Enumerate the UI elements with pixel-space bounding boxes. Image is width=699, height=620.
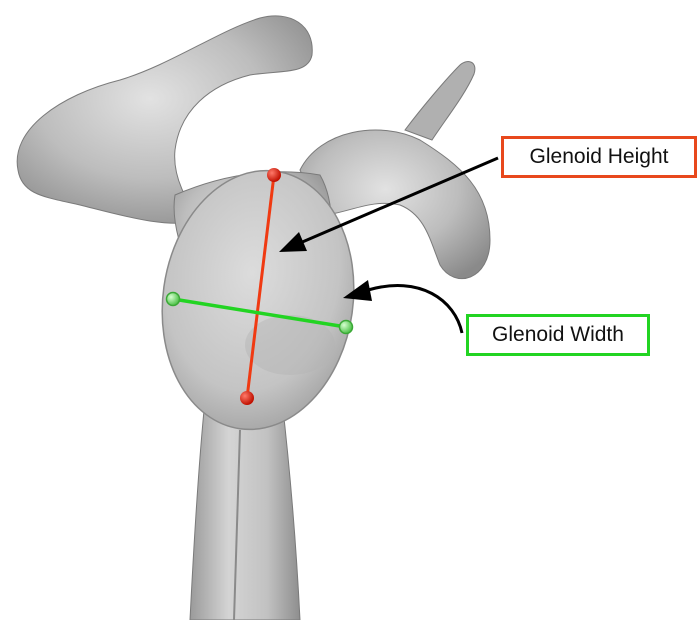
scapula-bone-icon xyxy=(17,16,490,620)
width-arrow-icon xyxy=(343,280,462,333)
glenoid-height-label: Glenoid Height xyxy=(501,136,697,178)
width-left-marker-icon xyxy=(167,293,180,306)
glenoid-width-label: Glenoid Width xyxy=(466,314,650,356)
width-right-marker-icon xyxy=(340,321,353,334)
glenoid-height-label-text: Glenoid Height xyxy=(530,145,669,169)
glenoid-width-label-text: Glenoid Width xyxy=(492,323,624,347)
height-top-marker-icon xyxy=(267,168,281,182)
height-bottom-marker-icon xyxy=(240,391,254,405)
